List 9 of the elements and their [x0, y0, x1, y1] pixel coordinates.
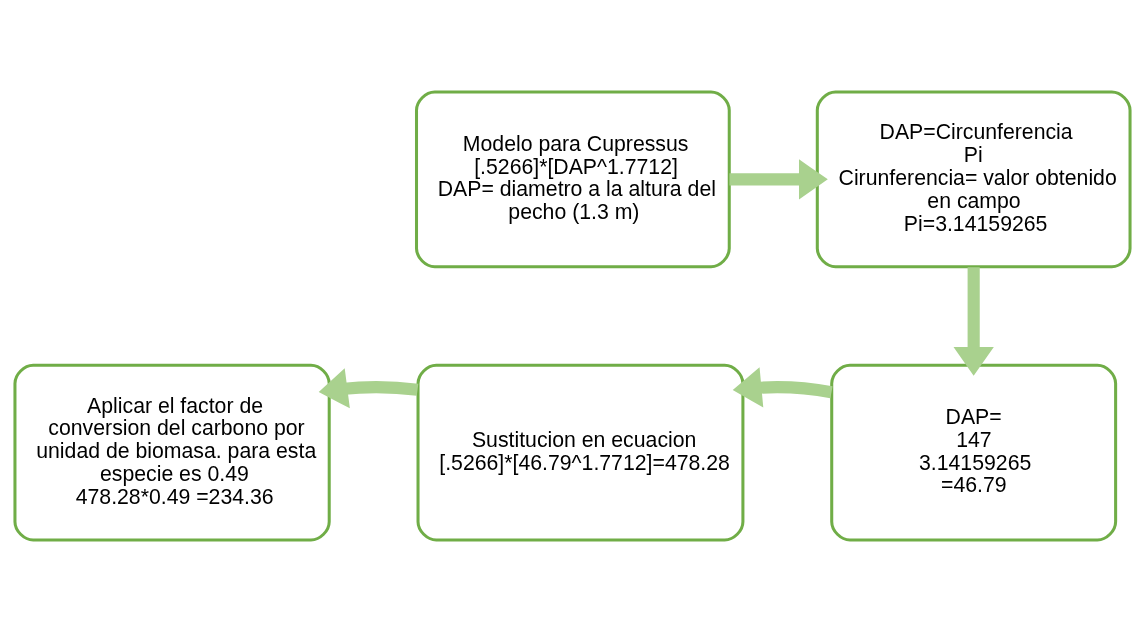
- node-box: DAP=Circunferencia Pi Cirunferencia= valor obtenido en campo Pi=3.14159265: [815, 90, 1132, 268]
- node-box: Sustitucion en ecuacion [.5266]*[46.79^1.7712]=478.28: [416, 363, 745, 541]
- arrow: [732, 366, 833, 407]
- node-box: Modelo para Cupressus [.5266]*[DAP^1.7712] DAP= diametro a la altura del pecho (1.3 m): [415, 90, 731, 268]
- arrow: [318, 367, 419, 408]
- arrow: [953, 266, 994, 376]
- node-box: Aplicar el factor de conversion del carbono por unidad de biomasa. para esta especie es 0.49 478.28*0.49 =234.36: [13, 363, 331, 541]
- arrow: [729, 158, 828, 200]
- node-box: DAP= 147 3.14159265 =46.79: [830, 363, 1118, 541]
